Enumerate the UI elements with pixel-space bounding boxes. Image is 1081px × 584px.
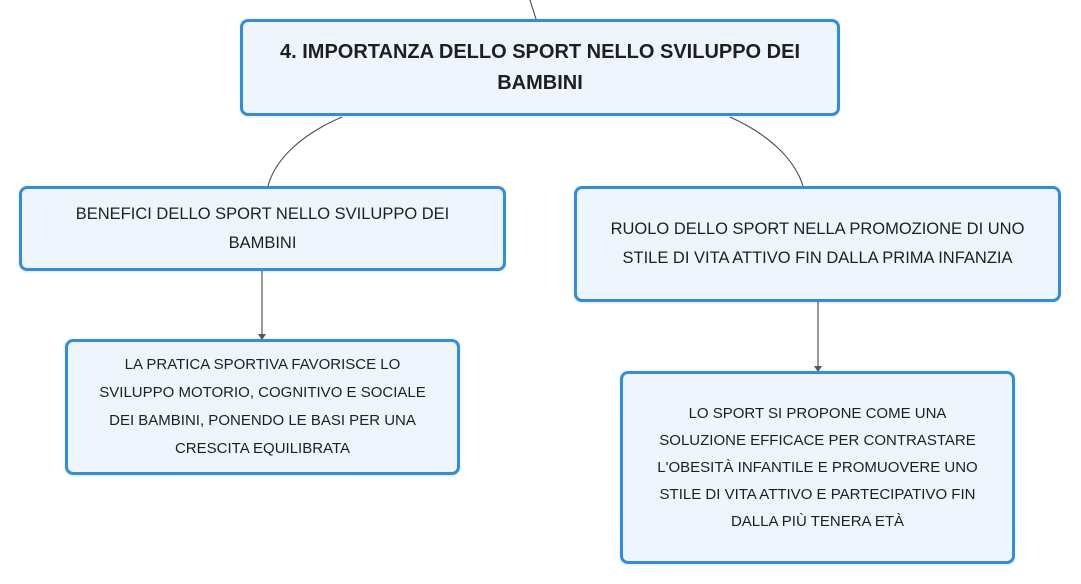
topic-node-benefici[interactable]: BENEFICI DELLO SPORT NELLO SVILUPPO DEI … xyxy=(19,186,506,271)
connector-root-to-ruolo xyxy=(729,116,804,187)
subtopic-node-pratica-sportiva[interactable]: LA PRATICA SPORTIVA FAVORISCE LO SVILUPP… xyxy=(65,339,460,475)
subtopic-label-sport-soluzione: LO SPORT SI PROPONE COME UNA SOLUZIONE E… xyxy=(657,405,978,530)
topic-label-ruolo: RUOLO DELLO SPORT NELLA PROMOZIONE DI UN… xyxy=(610,220,1025,267)
subtopic-label-pratica-sportiva: LA PRATICA SPORTIVA FAVORISCE LO SVILUPP… xyxy=(99,356,426,457)
topic-node-ruolo[interactable]: RUOLO DELLO SPORT NELLA PROMOZIONE DI UN… xyxy=(574,186,1061,302)
root-topic-label: 4. IMPORTANZA DELLO SPORT NELLO SVILUPPO… xyxy=(279,40,801,94)
connector-from-parent xyxy=(529,0,537,20)
connector-root-to-benefici xyxy=(267,116,343,187)
topic-label-benefici: BENEFICI DELLO SPORT NELLO SVILUPPO DEI … xyxy=(75,204,450,252)
subtopic-node-sport-soluzione[interactable]: LO SPORT SI PROPONE COME UNA SOLUZIONE E… xyxy=(620,371,1015,564)
root-topic-node[interactable]: 4. IMPORTANZA DELLO SPORT NELLO SVILUPPO… xyxy=(240,19,840,116)
